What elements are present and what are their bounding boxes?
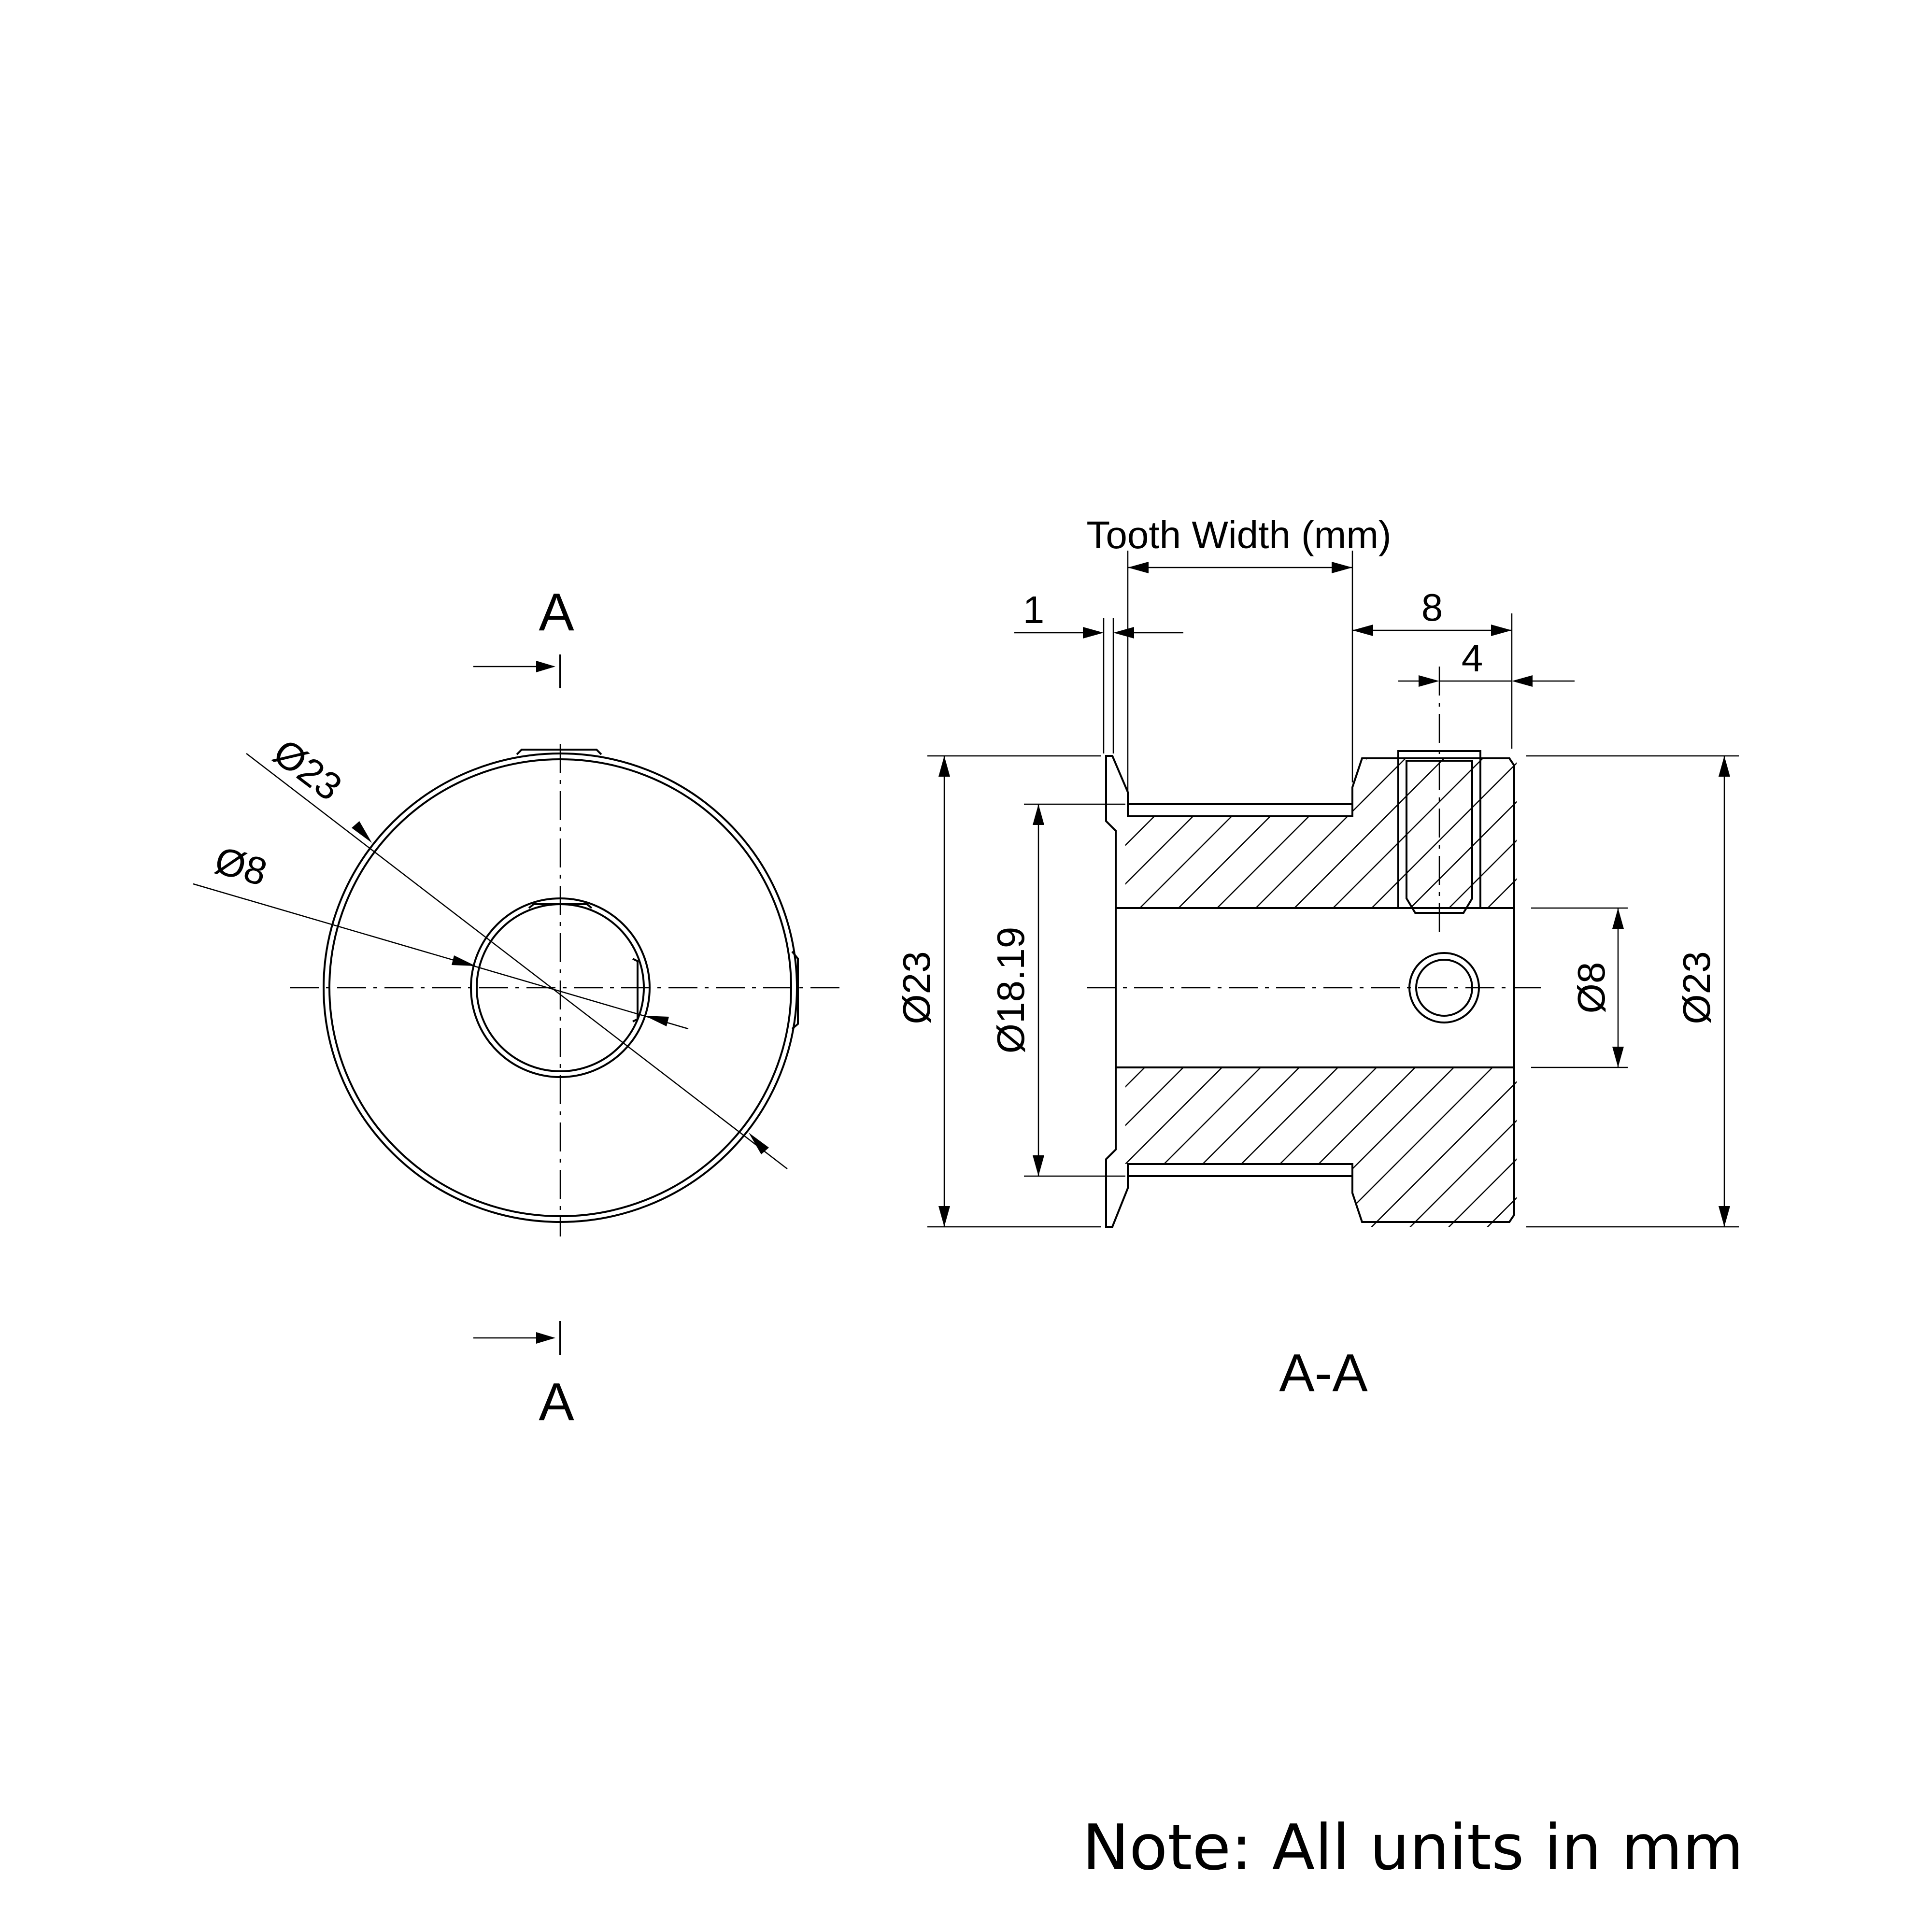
bore-dim-arrow-2 bbox=[645, 1016, 669, 1026]
outer-right-arrow-top bbox=[1719, 756, 1730, 777]
right-tab bbox=[791, 951, 799, 1030]
body-bottom-outline bbox=[1105, 1066, 1515, 1228]
bore-right-arrow-bottom bbox=[1612, 1047, 1624, 1067]
outer-dim-leader bbox=[246, 753, 788, 1169]
bore-dim-arrow-1 bbox=[452, 955, 476, 966]
hub-arrow-left bbox=[1352, 625, 1373, 636]
tooth-dim-arrow-right bbox=[1332, 562, 1352, 573]
outer-left-arrow-top bbox=[938, 756, 950, 777]
outer-dim-arrow-1 bbox=[352, 821, 372, 843]
screw-arrow-right bbox=[1512, 675, 1533, 687]
section-mark-top: A bbox=[539, 582, 574, 642]
top-tab bbox=[516, 749, 602, 755]
pitch-arrow-bottom bbox=[1033, 1155, 1044, 1176]
outer-right-label: Ø23 bbox=[1675, 951, 1718, 1024]
pitch-arrow-top bbox=[1033, 804, 1044, 825]
outer-left-arrow-bottom bbox=[938, 1206, 950, 1227]
outer-dim-label: Ø23 bbox=[266, 730, 350, 809]
flange-arrow-left bbox=[1083, 627, 1104, 639]
screw-arrow-left bbox=[1419, 675, 1439, 687]
bore-right-label: Ø8 bbox=[1570, 962, 1613, 1014]
section-arrow-bottom-head bbox=[536, 1332, 555, 1344]
flange-label: 1 bbox=[1023, 588, 1045, 631]
outer-dim-arrow-2 bbox=[749, 1133, 769, 1154]
hub-arrow-right bbox=[1491, 625, 1512, 636]
outer-left-label: Ø23 bbox=[895, 951, 938, 1024]
hub-length-label: 8 bbox=[1421, 586, 1443, 629]
set-screw-label: 4 bbox=[1462, 637, 1483, 680]
section-mark-bottom: A bbox=[539, 1372, 574, 1432]
section-view: Tooth Width (mm) 1 8 4 Ø23 bbox=[895, 513, 1739, 1403]
section-caption: A-A bbox=[1279, 1343, 1368, 1403]
hatch-bottom bbox=[1125, 1067, 1517, 1227]
bore-dim-label: Ø8 bbox=[210, 838, 271, 894]
tooth-dim-arrow-left bbox=[1128, 562, 1149, 573]
bore-dim-leader bbox=[193, 883, 689, 1030]
pitch-label: Ø18.19 bbox=[989, 927, 1032, 1053]
set-screw-inner bbox=[1406, 760, 1473, 914]
front-view: A A Ø23 Ø8 bbox=[193, 582, 840, 1432]
outer-right-arrow-bottom bbox=[1719, 1206, 1730, 1227]
bore-right-arrow-top bbox=[1612, 908, 1624, 929]
tooth-width-label: Tooth Width (mm) bbox=[1086, 513, 1391, 556]
flange-arrow-right bbox=[1113, 627, 1134, 639]
bore-flat bbox=[632, 958, 639, 1023]
units-note: Note: All units in mm bbox=[1082, 1811, 1744, 1884]
body-top-outline bbox=[1105, 755, 1515, 909]
section-arrow-top-head bbox=[536, 661, 555, 672]
